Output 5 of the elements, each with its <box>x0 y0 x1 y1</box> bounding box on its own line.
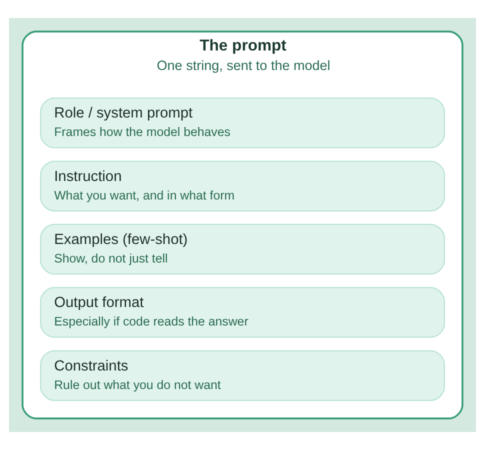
node-box: Constraints Rule out what you do not want <box>40 350 444 401</box>
node-box: Examples (few-shot) Show, do not just tell <box>40 224 444 275</box>
node-box: Output format Especially if code reads the answer <box>40 287 444 338</box>
node-box: Role / system prompt Frames how the model behaves <box>40 98 444 148</box>
node-box: Instruction What you want, and in what form <box>40 160 444 212</box>
